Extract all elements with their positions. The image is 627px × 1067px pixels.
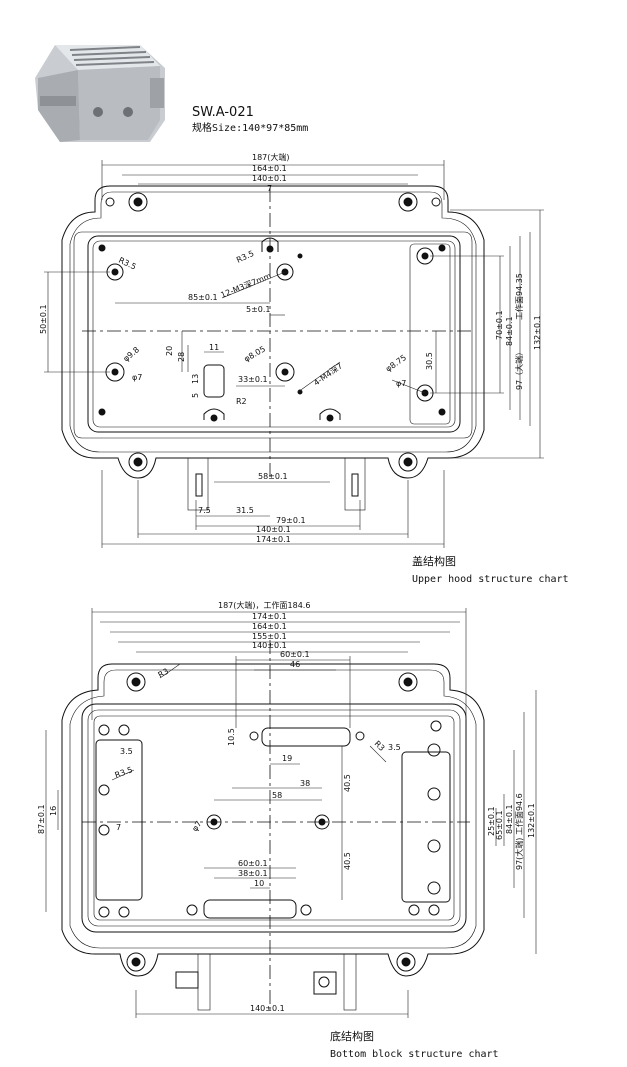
dim-label: 164±0.1 [252,622,287,631]
dim-label: 70±0.1 [495,310,504,340]
dim-label: 187(大端) [252,152,290,162]
dim-label: φ8.75 [384,353,408,374]
dim-label: 7 [116,823,121,832]
dim-label: φ7 [190,819,203,833]
dim-label: 10.5 [227,728,236,746]
dim-label: φ7 [132,373,142,382]
dim-label: 132±0.1 [533,315,542,350]
dim-label: 140±0.1 [252,174,287,183]
dim-label: R3.5 [114,765,134,780]
dim-label: 84±0.1 [505,804,514,834]
model-title: SW.A-021 [192,105,254,120]
upper-hood-title-cn: 盖结构图 [412,554,456,568]
dim-label: 132±0.1 [527,803,536,838]
dim-label: 25±0.1 [487,806,496,836]
dim-label: 5 [191,393,200,398]
dim-label: 7 [267,184,272,193]
dim-label: 58±0.1 [258,472,288,481]
dim-label: R3 [157,667,171,680]
dim-label: 84±0.1 [505,316,514,346]
size-spec: 规格Size:140*97*85mm [192,121,308,134]
dim-label: 31.5 [236,506,254,515]
bottom-block-drawing: 187(大端)，工作面184.6 174±0.1 164±0.1 155±0.1… [37,600,537,1018]
dim-label: 33±0.1 [238,375,268,384]
dim-label: 87±0.1 [37,804,46,834]
dim-label: φ8.05 [243,344,267,363]
dim-label: 85±0.1 [188,293,218,302]
dim-label: 3.5 [120,747,133,756]
dim-label: 4-M4深7 [312,361,344,387]
dim-label: 60±0.1 [280,650,310,659]
dim-label: 46 [290,660,300,669]
dim-label: 28 [177,352,186,362]
dim-label: 13 [191,374,200,384]
dim-label: 50±0.1 [39,304,48,334]
dim-label: 7.5 [198,506,211,515]
dim-label: φ9.8 [122,345,142,363]
dim-label: 97(大端) 工作面94.6 [514,793,524,870]
dim-label: 12-M3深7mm [219,271,272,300]
dim-label: 16 [49,806,58,816]
dim-label: 38±0.1 [238,869,268,878]
dim-label: 164±0.1 [252,164,287,173]
upper-hood-title-en: Upper hood structure chart [412,574,569,585]
dim-label: 10 [254,879,264,888]
upper-hood-drawing: 187(大端) 164±0.1 140±0.1 7 R3.5 R3.5 12-M… [39,152,544,548]
dim-label: 40.5 [343,774,352,792]
dim-label: 140±0.1 [256,525,291,534]
dim-label: 65±0.1 [495,810,504,840]
dim-label: 20 [165,346,174,356]
dim-label: 3.5 [388,743,401,752]
bottom-block-title-cn: 底结构图 [330,1029,374,1043]
dim-label: 174±0.1 [256,535,291,544]
dim-label: R3.5 [117,256,137,272]
dim-label: 30.5 [425,352,434,370]
dim-label: R2 [236,397,247,406]
dim-label: 140±0.1 [250,1004,285,1013]
dim-label: 155±0.1 [252,632,287,641]
dim-label: 11 [209,343,219,352]
dim-label: 60±0.1 [238,859,268,868]
dim-label: R3.5 [235,249,255,265]
enclosure-photo [35,45,165,142]
dim-label: 40.5 [343,852,352,870]
dim-label: 187(大端)，工作面184.6 [218,600,310,610]
bottom-block-title-en: Bottom block structure chart [330,1049,499,1060]
dim-label: 140±0.1 [252,641,287,650]
dim-label: φ7 [396,379,406,388]
dim-label: 58 [272,791,282,800]
dim-label: 174±0.1 [252,612,287,621]
dim-label: 5±0.1 [246,305,271,314]
dim-label: 工作面94.35 [514,273,524,320]
dim-label: 97（大端） [514,348,524,390]
corner-hole [105,192,441,472]
dim-label: 38 [300,779,310,788]
dim-label: 19 [282,754,292,763]
dim-label: 79±0.1 [276,516,306,525]
